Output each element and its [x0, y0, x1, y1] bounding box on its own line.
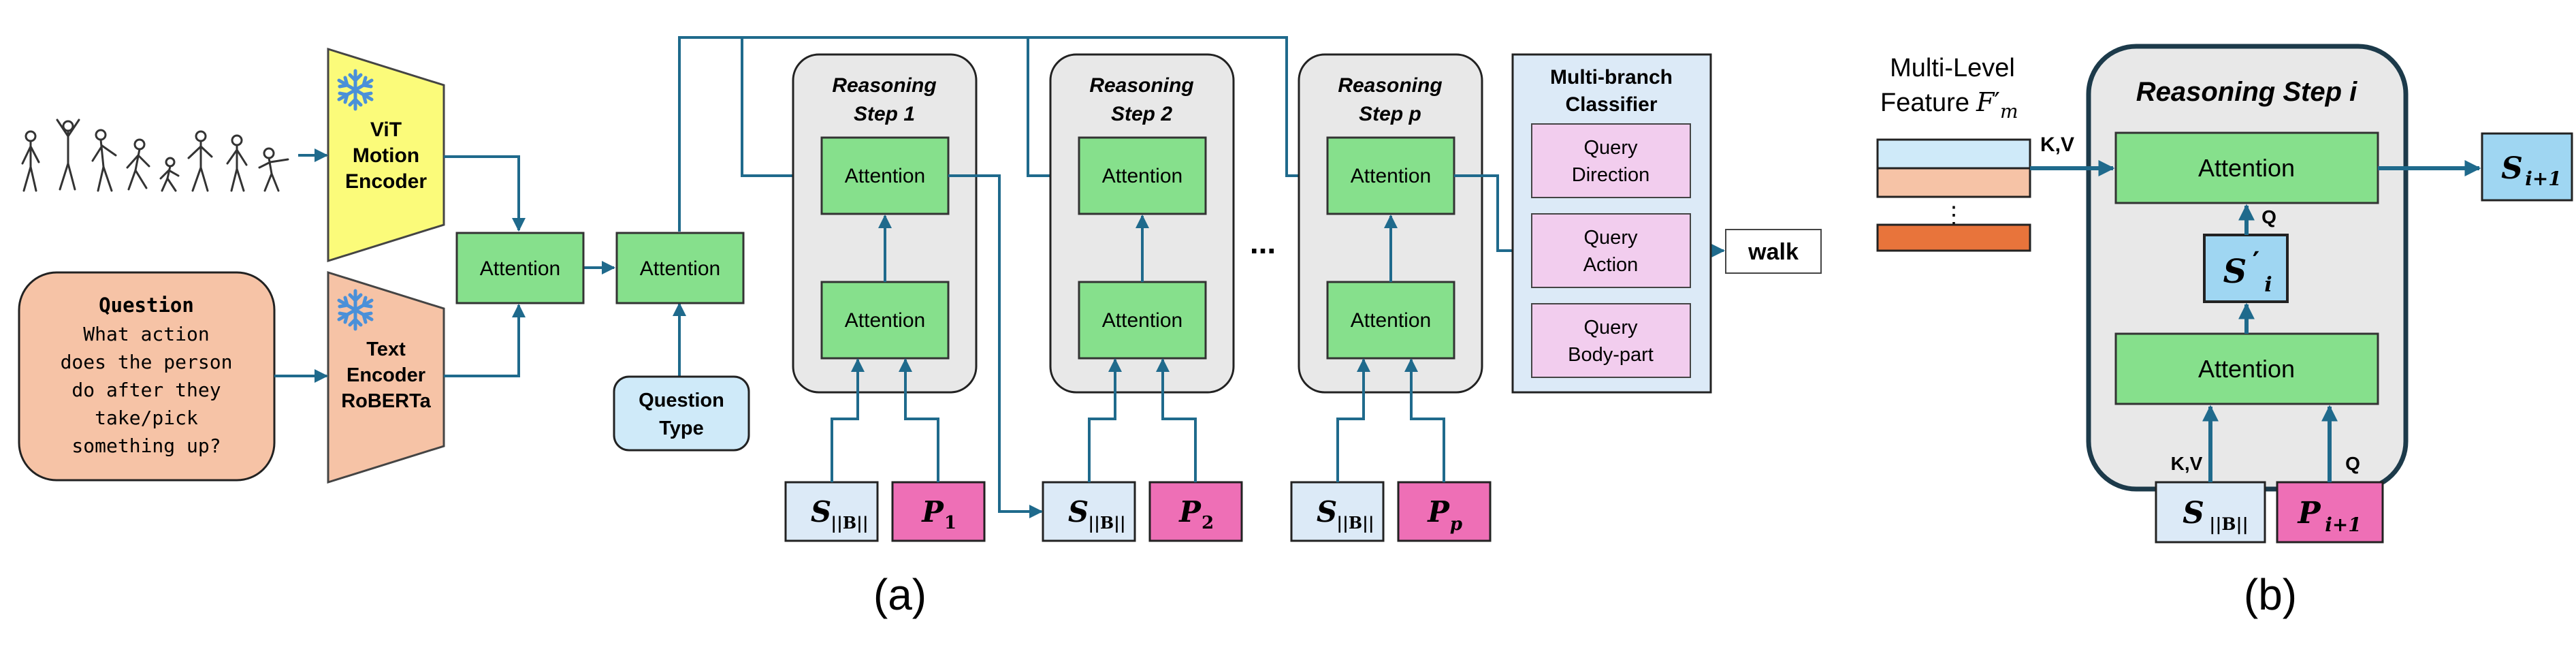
- query-direction-box: [1531, 123, 1691, 198]
- question-title: Question: [99, 294, 194, 317]
- vit-label-3: Encoder: [345, 170, 427, 193]
- attention-label: Attention: [845, 165, 925, 187]
- question-line: does the person: [61, 351, 233, 373]
- s-sub: ||B||: [2209, 514, 2249, 534]
- s-prime-sub: i: [2264, 273, 2272, 297]
- p-input-box: [1148, 481, 1243, 542]
- question-line: What action: [83, 323, 209, 345]
- step-attention-top: [820, 136, 950, 215]
- p-label: P: [1178, 495, 1202, 529]
- query-label: Body-part: [1568, 344, 1654, 366]
- question-type-box: [613, 375, 750, 452]
- p-input-box: [891, 481, 986, 542]
- s-input-box: [1290, 481, 1385, 542]
- attention-label: Attention: [640, 257, 720, 280]
- question-line: something up?: [71, 435, 221, 457]
- attention-label: Attention: [1351, 309, 1431, 332]
- step-attention-bottom: [820, 281, 950, 360]
- classifier-title: Multi-branch: [1550, 66, 1673, 89]
- attention-label: Attention: [480, 257, 560, 280]
- text-encoder-label-2: Encoder: [347, 364, 425, 386]
- p-sub: 1: [944, 513, 956, 533]
- s-label: S: [1068, 495, 1089, 529]
- q-bottom-label: Q: [2345, 453, 2360, 474]
- query-bodypart-box: [1531, 303, 1691, 378]
- p-sub: p: [1450, 514, 1462, 535]
- attention-label: Attention: [1102, 165, 1182, 187]
- output-label: walk: [1748, 239, 1799, 265]
- step-title: Step 1: [854, 103, 915, 125]
- step-title: Reasoning: [1089, 74, 1193, 97]
- vit-label-2: Motion: [353, 144, 419, 167]
- question-type-label-1: Question: [639, 390, 724, 411]
- s-label: S: [2183, 496, 2204, 531]
- query-label: Query: [1584, 227, 1638, 249]
- step-inputs: S ||B|| P 1 S ||B|| P 2 S ||B|| P p: [784, 481, 1492, 542]
- panel-b-caption: (b): [2244, 570, 2297, 619]
- step-title: Step p: [1359, 103, 1421, 125]
- s-input-box: [1042, 481, 1136, 542]
- s-next-label: S: [2501, 151, 2523, 186]
- question-line: do after they: [71, 379, 221, 401]
- query-label: Query: [1584, 317, 1638, 339]
- kv-bottom-label: K,V: [2171, 453, 2203, 474]
- vit-label-1: ViT: [370, 119, 402, 141]
- q-mid-label: Q: [2261, 206, 2276, 227]
- text-encoder-label-1: Text: [366, 339, 406, 360]
- text-encoder-label-3: RoBERTa: [341, 390, 431, 412]
- step-attention-top: [1078, 136, 1207, 215]
- step-ellipsis: ...: [1250, 225, 1276, 260]
- p-i1-input-box: [2276, 481, 2384, 544]
- step-i-title: Reasoning Step i: [2136, 77, 2357, 107]
- classifier-title: Classifier: [1565, 93, 1657, 116]
- s-label: S: [811, 495, 831, 529]
- s-sub: ||B||: [1088, 513, 1125, 533]
- question-type-label-2: Type: [659, 418, 704, 439]
- step-title: Reasoning: [832, 74, 936, 97]
- p-label: P: [1427, 495, 1450, 529]
- skeleton-pose-icon: [21, 119, 289, 192]
- attention-label: Attention: [2198, 154, 2295, 182]
- query-action-box: [1531, 213, 1691, 288]
- question-line: take/pick: [95, 407, 198, 429]
- s-sub: ||B||: [831, 513, 868, 533]
- s-next-box: [2481, 132, 2573, 202]
- feature-level-1: [1876, 138, 2031, 170]
- kv-top-label: K,V: [2040, 133, 2074, 156]
- p-sub: 2: [1202, 513, 1214, 533]
- s-next-sub: i+1: [2525, 168, 2562, 190]
- query-label: Action: [1583, 254, 1639, 276]
- step-i-attention-bottom: [2114, 332, 2379, 405]
- attention-label: Attention: [845, 309, 925, 332]
- query-label: Query: [1584, 137, 1638, 159]
- step-attention-top: [1326, 136, 1455, 215]
- p-sub: i+1: [2325, 514, 2362, 536]
- p-label: P: [2296, 496, 2321, 531]
- feature-label: Multi-Level: [1890, 54, 2015, 82]
- step-title: Reasoning: [1338, 74, 1442, 97]
- step-i-attention-top: [2114, 131, 2379, 204]
- feature-level-2: [1876, 167, 2031, 198]
- panel-a-caption: (a): [873, 570, 927, 619]
- s-input-box: [784, 481, 879, 542]
- attention-label: Attention: [1351, 165, 1431, 187]
- attention-fusion-1: [455, 232, 585, 304]
- query-label: Direction: [1572, 164, 1649, 186]
- s-label: S: [1317, 495, 1337, 529]
- output-label-box: [1725, 229, 1822, 274]
- attention-label: Attention: [1102, 309, 1182, 332]
- s-prime-label: S: [2223, 253, 2247, 291]
- s-sub: ||B||: [1336, 513, 1374, 533]
- feature-level-m: [1876, 223, 2031, 252]
- attention-fusion-2: [615, 232, 745, 304]
- p-label: P: [921, 495, 944, 529]
- attention-label: Attention: [2198, 355, 2295, 383]
- s-b-input-box: [2155, 481, 2266, 544]
- step-title: Step 2: [1111, 103, 1172, 125]
- s-prime-mark: ′: [2253, 246, 2260, 278]
- s-prime-box: [2203, 234, 2289, 303]
